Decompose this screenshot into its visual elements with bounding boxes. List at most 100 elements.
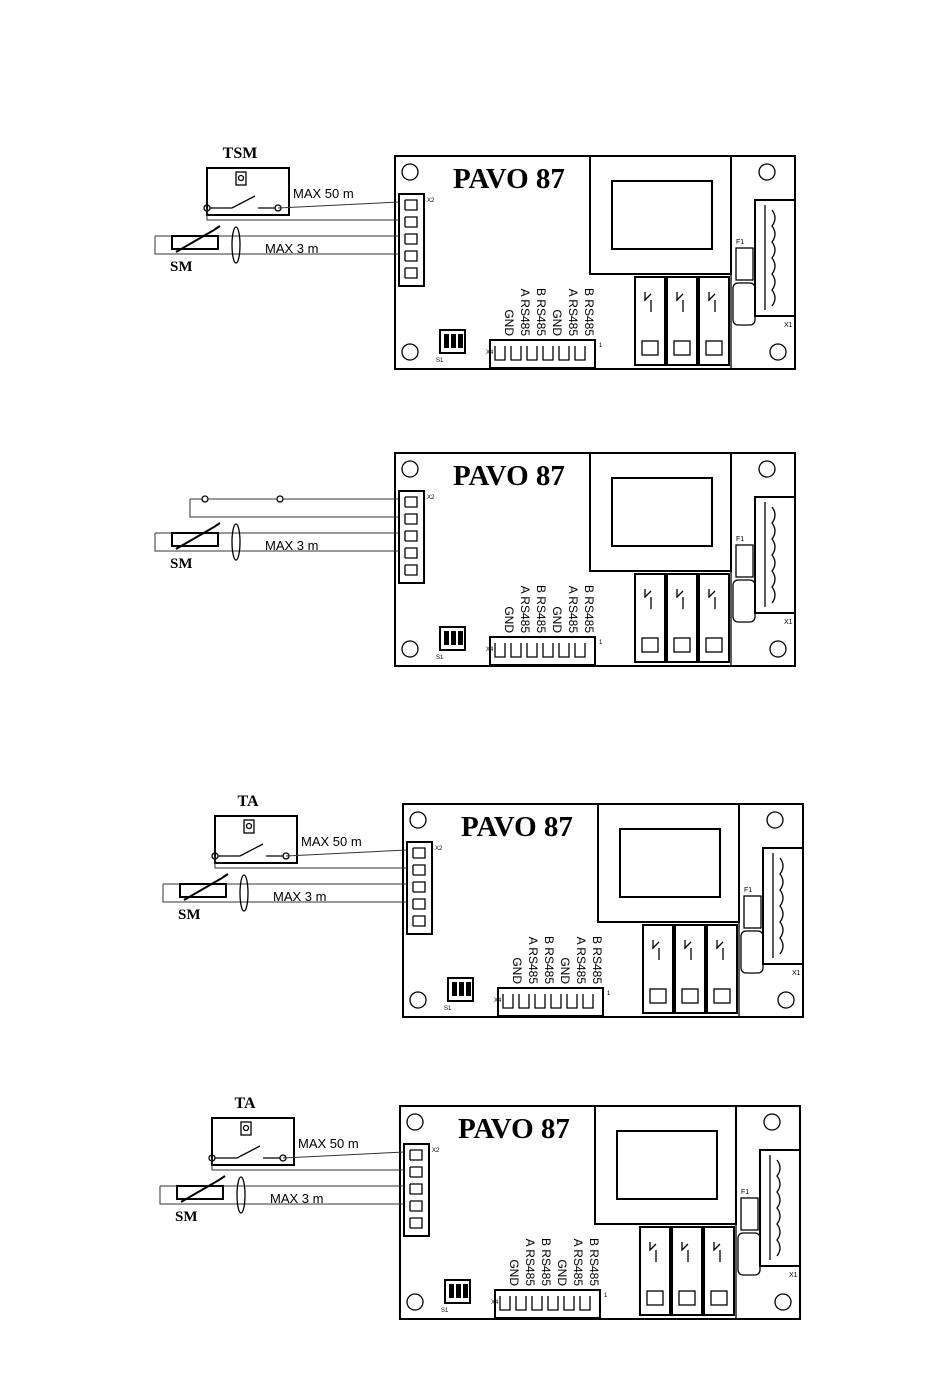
terminal-label: A RS485 (518, 586, 532, 634)
sensor-label: SM (170, 259, 193, 275)
dip-switch-lever (463, 1284, 468, 1298)
sensor-cable-label: MAX 3 m (265, 241, 318, 256)
dip-switch-lever (451, 631, 456, 645)
thermostat-bulb-dot (245, 822, 253, 830)
fuse-holder (732, 579, 756, 623)
terminal-label: GND (555, 1259, 569, 1286)
f1-label: F1 (741, 1189, 749, 1196)
thermostat-contact (210, 195, 275, 209)
relay-coil (678, 1290, 696, 1306)
pin1-label: 1 (599, 343, 603, 349)
board-title: PAVO 87 (453, 163, 565, 195)
s1-label: S1 (441, 1308, 449, 1314)
x4-connector (489, 339, 596, 369)
fuse-holder (737, 1232, 761, 1276)
x4-pin (550, 994, 562, 1009)
cable-shield (239, 874, 249, 912)
board-title: PAVO 87 (453, 460, 565, 492)
x4-pin (510, 346, 522, 361)
sensor-label: SM (175, 1209, 198, 1225)
x2-pin (404, 233, 418, 245)
terminal-label: GND (502, 606, 516, 633)
dip-switch-s1 (439, 329, 466, 354)
terminal-label: B RS485 (539, 1238, 553, 1286)
x2-pin (412, 847, 426, 859)
x4-pin (531, 1296, 543, 1311)
x2-pin (412, 898, 426, 910)
thermostat-bulb-dot (237, 174, 245, 182)
x4-pin (542, 643, 554, 658)
terminal-label: B RS485 (534, 585, 548, 633)
terminal-label: B RS485 (590, 936, 604, 984)
x2-pin (404, 547, 418, 559)
relay-coil (710, 1290, 728, 1306)
mounting-hole (406, 1113, 424, 1131)
pin1-label: 1 (607, 991, 611, 997)
x1-connector (754, 199, 796, 317)
sensor-label: SM (170, 556, 193, 572)
x4-pin (526, 643, 538, 658)
x4-connector (497, 987, 604, 1017)
relay (666, 276, 698, 366)
mounting-hole (401, 460, 419, 478)
x4-pin (494, 643, 506, 658)
x4-label: X4 (486, 350, 494, 356)
dip-switch-s1 (444, 1279, 471, 1304)
x2-pin (404, 496, 418, 508)
relay-contact-symbol (716, 940, 724, 960)
relay-contact-symbol (676, 292, 684, 312)
terminal-dot (276, 495, 284, 503)
relay-contact-symbol (708, 292, 716, 312)
mounting-hole (774, 1293, 792, 1311)
x4-pin (579, 1296, 591, 1311)
terminal-label: A RS485 (566, 289, 580, 337)
x4-pin (558, 643, 570, 658)
thermostat-wire (277, 201, 400, 209)
x2-pin (404, 530, 418, 542)
x4-pin (558, 346, 570, 361)
terminal-dot (201, 495, 209, 503)
x2-pin (404, 216, 418, 228)
x4-pin (502, 994, 514, 1009)
s1-label: S1 (436, 358, 444, 364)
relay-coil (673, 637, 691, 653)
dip-switch-lever (458, 631, 463, 645)
x2-pin (409, 1183, 423, 1195)
x2-pin (412, 915, 426, 927)
thermostat-wire (206, 208, 399, 221)
thermostat-cable-label: MAX 50 m (298, 1136, 359, 1151)
x1-label: X1 (784, 322, 793, 329)
thermostat-label: TA (234, 1095, 255, 1112)
relay (698, 276, 730, 366)
s1-label: S1 (436, 655, 444, 661)
x4-pin (515, 1296, 527, 1311)
relay-coil (713, 988, 731, 1004)
dip-switch-lever (459, 982, 464, 996)
relay-coil (646, 1290, 664, 1306)
relay (666, 573, 698, 663)
relay (671, 1226, 703, 1316)
x4-label: X4 (486, 647, 494, 653)
x1-terminals (764, 502, 776, 607)
x2-connector (398, 490, 425, 584)
x1-terminals (769, 1155, 781, 1260)
sensor-cable-label: MAX 3 m (270, 1191, 323, 1206)
x2-pin (409, 1217, 423, 1229)
terminal-label: B RS485 (534, 288, 548, 336)
x2-label: X2 (432, 1148, 440, 1154)
thermostat-bulb-dot (242, 1124, 250, 1132)
relay-coil (705, 637, 723, 653)
x4-pin (566, 994, 578, 1009)
sensor-diagonal (180, 1175, 226, 1203)
terminal-label: GND (550, 606, 564, 633)
s1-label: S1 (444, 1006, 452, 1012)
relay-contact-symbol (652, 940, 660, 960)
x4-pin (534, 994, 546, 1009)
mounting-hole (763, 1113, 781, 1131)
relay-coil (681, 988, 699, 1004)
mounting-hole (401, 163, 419, 181)
x2-pin (404, 513, 418, 525)
x2-pin (404, 250, 418, 262)
